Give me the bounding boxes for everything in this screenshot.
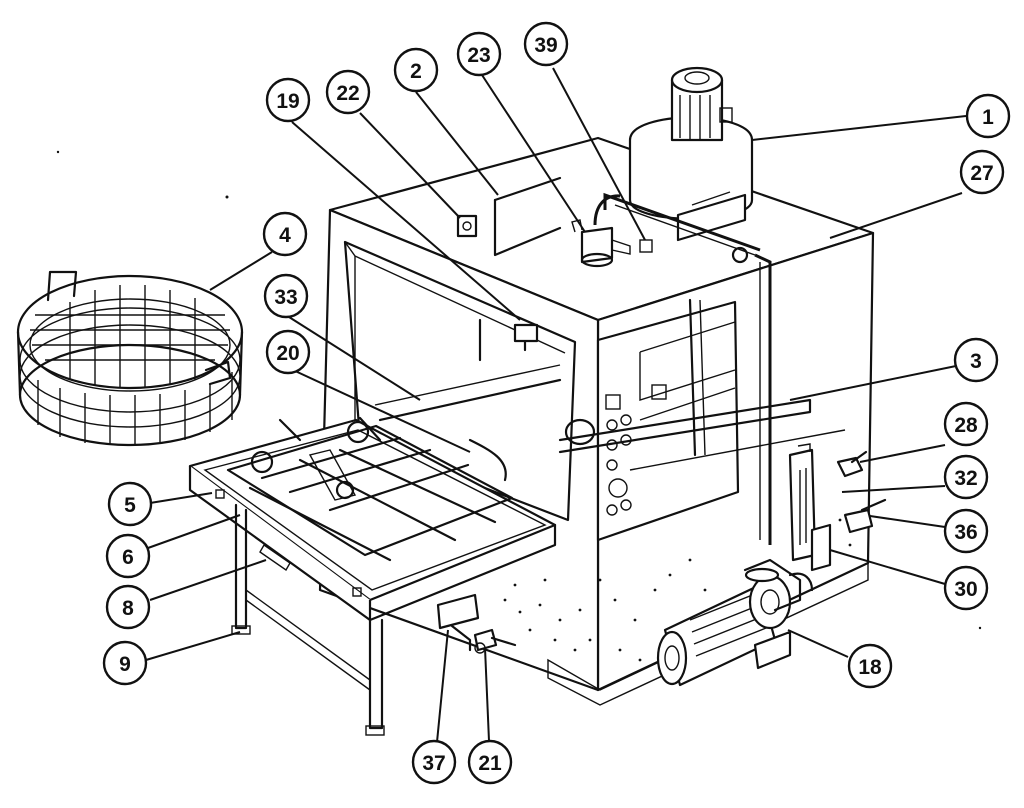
control-panel: [596, 300, 740, 542]
callout-36-label: 36: [954, 521, 977, 544]
callout-39-label: 39: [534, 34, 557, 57]
callout-33-label: 33: [274, 286, 297, 309]
tank-stippling: [503, 518, 852, 662]
blower-motor: [628, 66, 754, 242]
callout-6: 6: [105, 533, 151, 579]
callout-9-label: 9: [119, 653, 131, 676]
callout-1-label: 1: [982, 106, 994, 129]
scan-specks: [56, 150, 982, 630]
callout-32: 32: [943, 454, 989, 500]
callout-6-label: 6: [122, 546, 134, 569]
callout-30-label: 30: [954, 578, 977, 601]
callout-20: 20: [265, 329, 311, 375]
callout-4-label: 4: [279, 224, 291, 247]
callout-18: 18: [847, 643, 893, 689]
wire-basket: [16, 270, 244, 447]
callout-37: 37: [411, 739, 457, 785]
callout-27: 27: [959, 149, 1005, 195]
callout-18-label: 18: [858, 656, 882, 679]
callout-36: 36: [943, 508, 989, 554]
callout-20-label: 20: [276, 342, 299, 365]
callout-5-label: 5: [124, 494, 136, 517]
pump-motor: [656, 558, 814, 687]
callout-8-label: 8: [122, 597, 134, 620]
callout-9: 9: [102, 640, 148, 686]
callout-19-label: 19: [276, 90, 299, 113]
callout-23: 23: [456, 31, 502, 77]
fitting-19: [513, 323, 539, 343]
pipework: [478, 176, 772, 545]
callout-28-label: 28: [954, 414, 978, 437]
valve-assembly: [571, 194, 749, 268]
callout-21-label: 21: [478, 752, 502, 775]
filter-housing: [810, 523, 832, 572]
callout-22-label: 22: [336, 82, 359, 105]
callout-4: 4: [262, 211, 308, 257]
tap-28: [836, 450, 868, 478]
callout-33: 33: [263, 273, 309, 319]
loading-table: [188, 418, 557, 736]
callout-8: 8: [105, 584, 151, 630]
callout-39: 39: [523, 21, 569, 67]
callout-30: 30: [943, 565, 989, 611]
callout-2: 2: [393, 47, 439, 93]
callout-21: 21: [467, 739, 513, 785]
callout-37-label: 37: [422, 752, 445, 775]
fitting-22: [456, 214, 478, 238]
callout-2-label: 2: [410, 60, 422, 83]
callout-1: 1: [965, 93, 1011, 139]
callout-28: 28: [943, 401, 989, 447]
callout-32-label: 32: [954, 467, 977, 490]
callout-3: 3: [953, 337, 999, 383]
inner-rails: [374, 364, 846, 482]
leader-lines: [145, 67, 967, 743]
callout-23-label: 23: [467, 44, 490, 67]
callout-19: 19: [265, 77, 311, 123]
callout-5: 5: [107, 481, 153, 527]
sliding-rack: [226, 416, 514, 562]
drain-valve: [436, 593, 517, 654]
callout-3-label: 3: [970, 350, 982, 373]
callout-22: 22: [325, 69, 371, 115]
callout-27-label: 27: [970, 162, 993, 185]
tap-36: [843, 498, 887, 534]
